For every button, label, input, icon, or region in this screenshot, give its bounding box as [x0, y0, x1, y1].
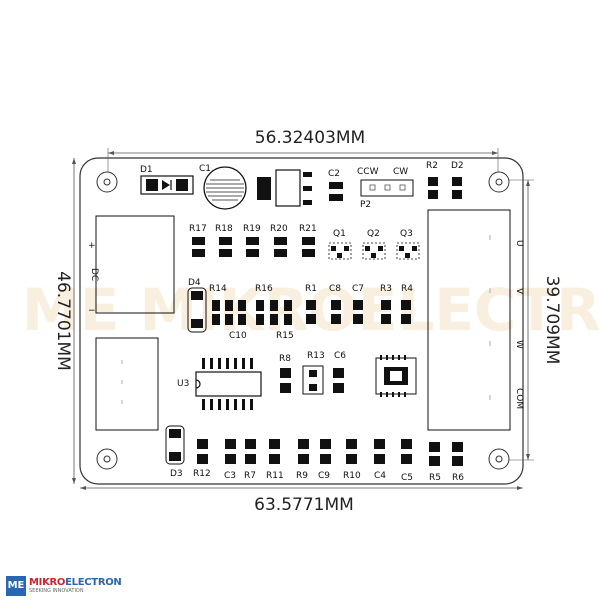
- label-r20: R20: [270, 224, 288, 234]
- label-c5: C5: [401, 473, 413, 483]
- mikroelectron-logo: ME MIKROELECTRON SEEKING INNOVATION: [6, 576, 122, 596]
- pads-c2: [329, 182, 343, 201]
- label-r16: R16: [255, 284, 273, 294]
- label-c7: C7: [352, 284, 364, 294]
- left-dimension: 46.7701MM: [53, 158, 76, 484]
- motor-terminal: [427, 209, 511, 431]
- label-r10: R10: [343, 471, 361, 481]
- label-c2: C2: [328, 169, 340, 179]
- label-r5: R5: [429, 473, 441, 483]
- logo-name: MIKROELECTRON: [29, 577, 122, 588]
- label-r18: R18: [215, 224, 233, 234]
- right-dimension: 39.709MM: [508, 179, 562, 461]
- label-r13: R13: [307, 351, 325, 361]
- label-c9: C9: [318, 471, 330, 481]
- logo-name-a: MIKRO: [29, 577, 66, 588]
- capacitor-c1: [203, 166, 247, 210]
- label-c6: C6: [334, 351, 346, 361]
- label-c4: C4: [374, 471, 386, 481]
- label-r1: R1: [305, 284, 317, 294]
- logo-tagline: SEEKING INNOVATION: [29, 588, 84, 594]
- label-minus: −: [88, 306, 96, 316]
- left-dimension-label: 46.7701MM: [53, 271, 73, 371]
- board-outline: [79, 157, 524, 485]
- label-r6: R6: [452, 473, 464, 483]
- label-r21: R21: [299, 224, 317, 234]
- label-r8: R8: [279, 354, 291, 364]
- bottom-dimension: 63.5771MM: [80, 486, 523, 515]
- ic-small: [375, 355, 417, 397]
- diode-d4: [187, 287, 207, 333]
- label-w: W: [514, 340, 524, 349]
- label-r9: R9: [296, 471, 308, 481]
- label-d3: D3: [170, 469, 183, 479]
- label-c10: C10: [229, 331, 247, 341]
- label-v: V: [514, 288, 524, 295]
- pads-c6: [333, 368, 344, 393]
- pads-r8: [280, 368, 291, 393]
- label-com: COM: [514, 388, 524, 409]
- label-r17: R17: [189, 224, 207, 234]
- label-r15: R15: [276, 331, 294, 341]
- label-d1: D1: [140, 165, 153, 175]
- pads-bottom-row: [197, 439, 463, 466]
- pads-r2: [428, 177, 438, 199]
- bottom-dimension-label: 63.5771MM: [254, 495, 354, 515]
- dc-terminal-top: [95, 215, 175, 314]
- ic-u3: [195, 358, 262, 410]
- label-r12: R12: [193, 469, 211, 479]
- pot-r13: [302, 365, 324, 395]
- label-d4: D4: [188, 278, 201, 288]
- pads-row-r17-r21: [192, 237, 315, 257]
- label-cw: CW: [393, 167, 408, 177]
- label-r3: R3: [380, 284, 392, 294]
- label-u: U: [514, 240, 524, 247]
- pads-row-r14-r4: [212, 300, 411, 325]
- transistors-q1-q3: [328, 242, 420, 260]
- top-dimension: 56.32403MM: [107, 128, 499, 172]
- label-c3: C3: [224, 471, 236, 481]
- logo-badge: ME: [6, 576, 26, 596]
- label-c1: C1: [199, 164, 211, 174]
- diode-d3: [165, 425, 185, 465]
- regulator: [257, 169, 312, 207]
- label-dc: DC: [89, 268, 99, 281]
- label-p2: P2: [360, 200, 371, 210]
- pads-d2: [452, 177, 462, 199]
- logo-name-b: ELECTRON: [65, 577, 122, 588]
- connector-p2: [360, 179, 414, 197]
- label-c8: C8: [329, 284, 341, 294]
- label-q3: Q3: [400, 229, 413, 239]
- label-ccw: CCW: [357, 167, 379, 177]
- label-r7: R7: [244, 471, 256, 481]
- label-r2: R2: [426, 161, 438, 171]
- right-dimension-label: 39.709MM: [542, 276, 562, 365]
- label-q2: Q2: [367, 229, 380, 239]
- label-r4: R4: [401, 284, 413, 294]
- dc-terminal-bottom: [95, 337, 159, 431]
- label-r14: R14: [209, 284, 227, 294]
- label-u3: U3: [177, 379, 189, 389]
- top-dimension-label: 56.32403MM: [255, 128, 365, 148]
- label-r11: R11: [266, 471, 284, 481]
- mounting-holes: [96, 171, 510, 470]
- diode-d1: [140, 175, 194, 195]
- label-q1: Q1: [333, 229, 346, 239]
- label-r19: R19: [243, 224, 261, 234]
- label-plus: +: [88, 241, 96, 251]
- label-d2: D2: [451, 161, 464, 171]
